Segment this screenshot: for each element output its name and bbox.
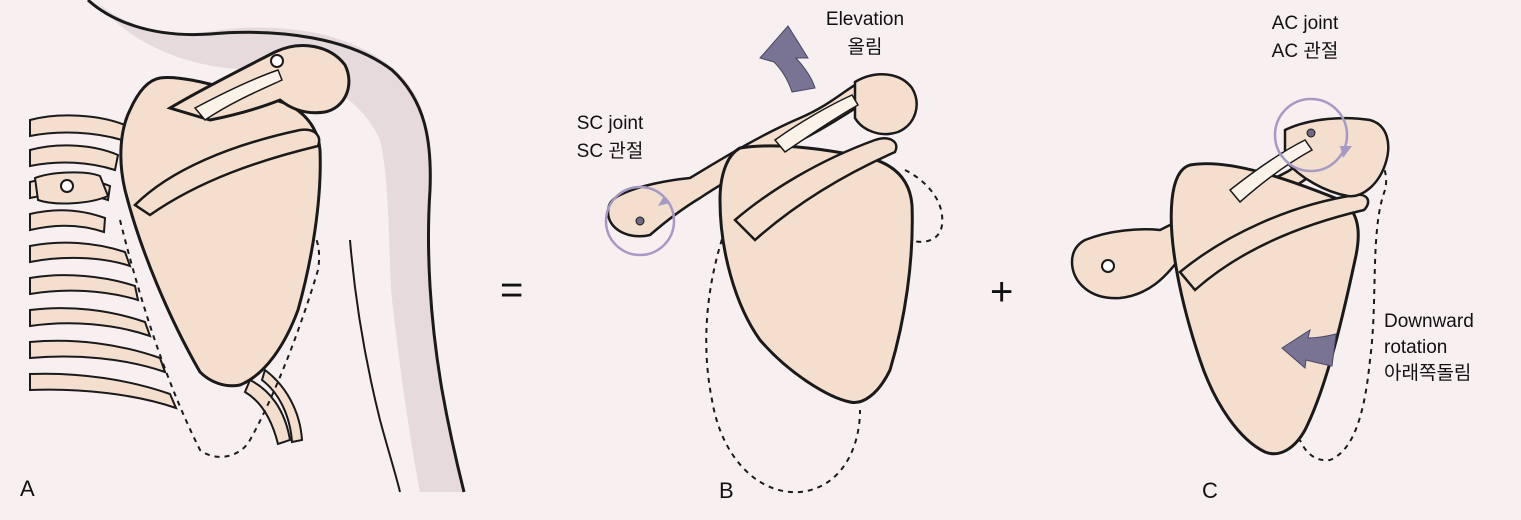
panel-b-sc-joint-dot	[635, 216, 645, 226]
shoulder-skin-shading	[95, 0, 465, 492]
label-elevation-ko: 올림	[847, 37, 883, 58]
panel-a-illustration	[29, 0, 466, 493]
panel-a-scapula	[119, 75, 322, 388]
label-sc-joint-ko: SC 관절	[576, 141, 644, 162]
panel-c-rotation-arrow	[1281, 328, 1337, 369]
panel-a-coracoid	[193, 69, 283, 121]
label-ac-joint-ko: AC 관절	[1271, 41, 1339, 62]
plus-sign: +	[990, 270, 1014, 314]
panel-c-ac-rotation-arrowhead	[1340, 146, 1352, 158]
panel-b-dashed-outline	[705, 229, 861, 494]
equals-sign: =	[500, 268, 524, 312]
label-downward-line2: rotation	[1384, 337, 1448, 358]
arm-inner-contour	[349, 239, 401, 493]
label-elevation-en: Elevation	[825, 9, 905, 30]
panel-b-coracoid	[773, 94, 860, 154]
label-sc-joint: SC joint SC 관절	[560, 112, 660, 164]
ribcage	[29, 114, 304, 446]
panel-c-ac-joint-circle	[1273, 97, 1349, 173]
label-elevation: Elevation 올림	[810, 8, 920, 60]
panel-b-elevation-arrow	[759, 25, 816, 93]
panel-label-a: A	[20, 476, 35, 501]
panel-c-scapular-spine	[1178, 193, 1370, 292]
panel-label-c: C	[1202, 478, 1218, 503]
panel-c-illustration	[1070, 97, 1390, 462]
label-downward-line1: Downward	[1384, 311, 1474, 332]
panel-c-acromion	[1283, 116, 1390, 198]
panel-a-ac-joint-ring	[270, 54, 284, 68]
panel-b-acromion	[853, 73, 918, 136]
panel-a-scapular-spine	[133, 128, 321, 217]
panel-b-illustration	[604, 25, 944, 494]
label-sc-joint-en: SC joint	[576, 113, 644, 134]
label-downward-ko: 아래쪽돌림	[1384, 363, 1472, 384]
panel-c-ac-joint-dot	[1306, 128, 1316, 138]
panel-a-dashed-outline	[119, 219, 320, 458]
panel-b-sc-joint-circle	[604, 185, 676, 257]
label-downward-rotation: Downward rotation 아래쪽돌림	[1384, 310, 1514, 386]
neck-contour	[86, 0, 466, 493]
label-ac-joint: AC joint AC 관절	[1250, 12, 1360, 64]
panel-c-coracoid	[1228, 139, 1314, 204]
panel-b-sc-rotation-arrowhead	[658, 196, 670, 206]
panel-b-dashed-outline-right	[904, 169, 944, 243]
panel-a-sc-joint-ring	[60, 179, 74, 193]
label-ac-joint-en: AC joint	[1271, 13, 1339, 34]
panel-b-scapular-spine	[733, 137, 898, 242]
panel-label-b: B	[719, 478, 734, 503]
panel-c-sc-joint-ring	[1101, 259, 1115, 273]
